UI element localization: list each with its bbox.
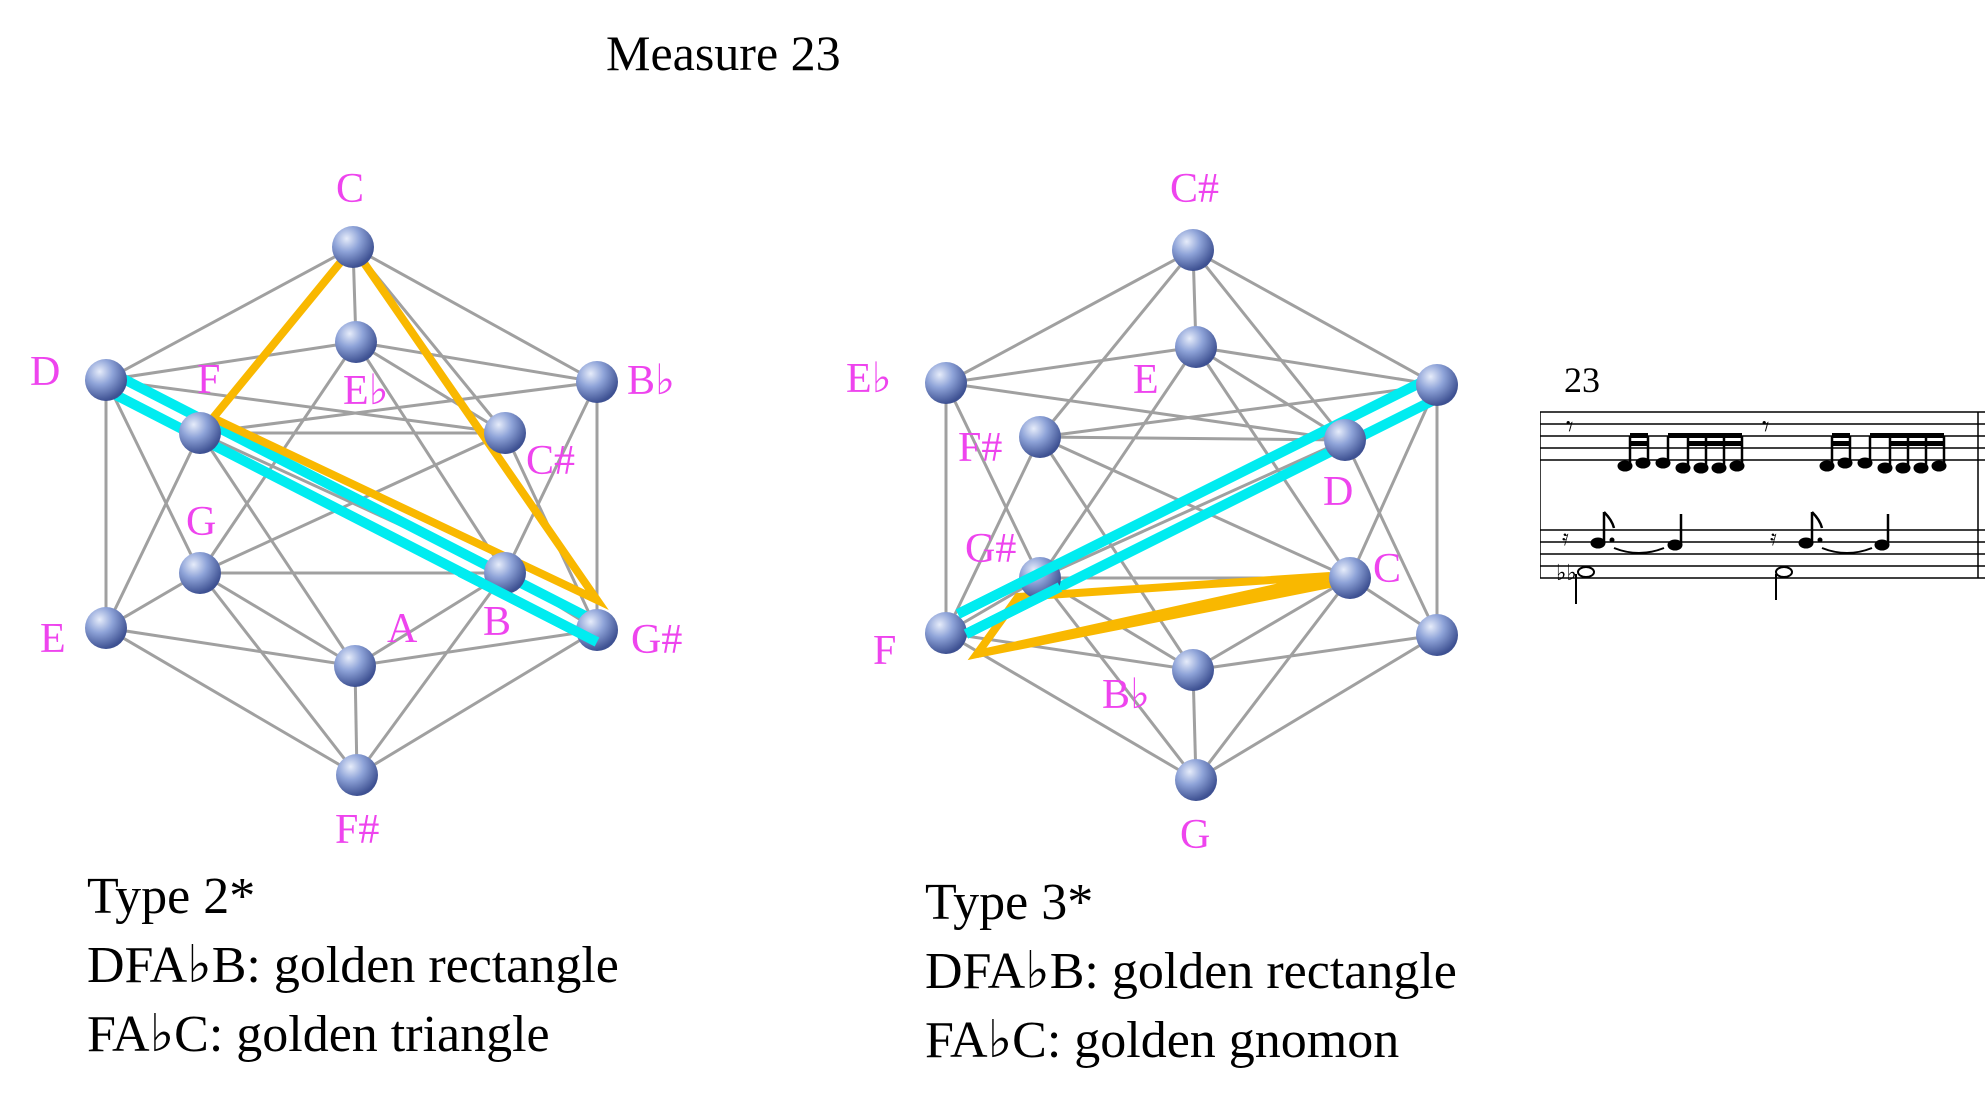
label-fs: F# xyxy=(958,425,1002,471)
node-fs xyxy=(336,754,378,796)
node-labels: C D F E♭ B♭ C# G E A B G# F# xyxy=(30,166,682,853)
nodes xyxy=(925,229,1458,801)
label-gs: G# xyxy=(965,526,1016,572)
music-score: 23 𝄾 xyxy=(1540,360,1985,604)
caption-line-1: DFA♭B: golden rectangle xyxy=(87,937,619,994)
node-b xyxy=(484,552,526,594)
label-c: C xyxy=(336,166,364,212)
label-e: E xyxy=(1133,357,1159,403)
label-c: C xyxy=(1373,546,1401,592)
node-labels: C# E♭ B E F# D G# C F A B♭ G xyxy=(846,166,1401,858)
label-gs: G# xyxy=(631,617,682,663)
label-cs: C# xyxy=(1170,166,1219,212)
page-title: Measure 23 xyxy=(606,25,841,81)
label-cs: C# xyxy=(526,438,575,484)
caption-line-2: FA♭C: golden gnomon xyxy=(925,1012,1400,1069)
label-eb: E♭ xyxy=(846,356,891,402)
node-g xyxy=(1175,759,1217,801)
label-eb: E♭ xyxy=(343,368,388,414)
label-b: B xyxy=(483,599,511,645)
node-c xyxy=(1329,557,1371,599)
node-d xyxy=(85,359,127,401)
label-g: G xyxy=(1180,812,1210,858)
node-f xyxy=(179,412,221,454)
node-bb xyxy=(576,361,618,403)
label-d: D xyxy=(1323,469,1353,515)
node-g xyxy=(179,552,221,594)
caption-left: Type 2* DFA♭B: golden rectangle FA♭C: go… xyxy=(87,862,619,1069)
node-eb xyxy=(925,362,967,404)
svg-text:♭♭: ♭♭ xyxy=(1556,561,1577,586)
label-bb: B♭ xyxy=(627,358,675,404)
label-f: F xyxy=(197,357,220,403)
caption-line-2: FA♭C: golden triangle xyxy=(87,1006,550,1063)
measure-number: 23 xyxy=(1564,360,1600,400)
node-e xyxy=(1175,326,1217,368)
upper-voice: 𝄾 𝄾 xyxy=(1566,410,1947,474)
icosahedron-right: C# E♭ B E F# D G# C F A B♭ G xyxy=(846,166,1458,858)
svg-text:𝄿: 𝄿 xyxy=(1770,526,1777,551)
node-d xyxy=(1324,419,1366,461)
node-a xyxy=(1416,614,1458,656)
label-bb: B♭ xyxy=(1102,672,1150,718)
node-f xyxy=(925,612,967,654)
label-e: E xyxy=(40,616,66,662)
caption-type: Type 3* xyxy=(925,874,1094,931)
icosahedron-left: C D F E♭ B♭ C# G E A B G# F# xyxy=(30,166,682,853)
label-fs: F# xyxy=(335,807,379,853)
lower-voice: 𝄿 ♭♭ 𝄿 xyxy=(1556,511,1890,604)
caption-right: Type 3* DFA♭B: golden rectangle FA♭C: go… xyxy=(925,868,1457,1075)
label-f: F xyxy=(873,628,896,674)
node-c xyxy=(332,226,374,268)
label-g: G xyxy=(186,499,216,545)
caption-line-1: DFA♭B: golden rectangle xyxy=(925,943,1457,1000)
node-eb xyxy=(335,321,377,363)
label-d: D xyxy=(30,349,60,395)
caption-type: Type 2* xyxy=(87,868,256,925)
node-cs xyxy=(1172,229,1214,271)
svg-text:𝄾: 𝄾 xyxy=(1566,410,1573,443)
label-a: A xyxy=(387,606,418,652)
node-e xyxy=(85,607,127,649)
svg-text:𝄾: 𝄾 xyxy=(1762,410,1769,443)
node-fs xyxy=(1019,416,1061,458)
svg-text:𝄿: 𝄿 xyxy=(1562,526,1569,551)
node-a xyxy=(334,645,376,687)
node-b xyxy=(1416,364,1458,406)
node-bb xyxy=(1172,649,1214,691)
golden-triangle xyxy=(206,240,609,611)
node-cs xyxy=(484,412,526,454)
